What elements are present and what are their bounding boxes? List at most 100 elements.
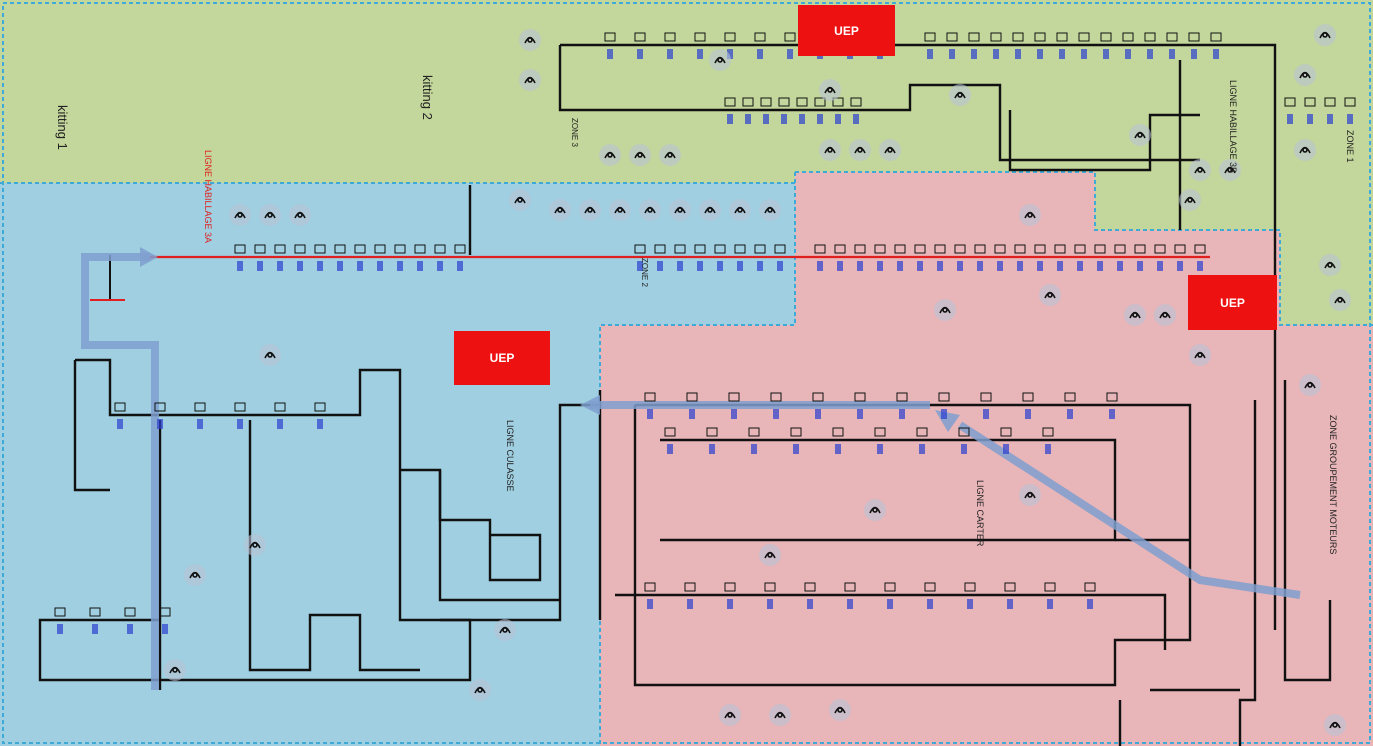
station-box [1166,32,1178,42]
operator-icon [849,139,871,161]
station-id-mark [689,409,695,419]
station-id-mark [847,599,853,609]
station-id-mark [1103,49,1109,59]
station-box [1054,244,1066,254]
operator-icon [659,144,681,166]
station-id-mark [897,261,903,271]
station-id-mark [1147,49,1153,59]
station-box [714,244,726,254]
station-box [154,402,166,412]
operator-icon [1329,289,1351,311]
station-id-mark [1347,114,1353,124]
station-box [778,97,790,107]
station-id-mark [297,261,303,271]
station-box [742,97,754,107]
flow-arrows [81,253,1301,690]
station-id-mark [457,261,463,271]
station-id-mark [157,419,163,429]
station-box [1194,244,1206,254]
station-id-mark [257,261,263,271]
station-id-mark [417,261,423,271]
station-id-mark [937,261,943,271]
station-box [394,244,406,254]
station-id-mark [1067,409,1073,419]
label-ligne-habillage-3a: LIGNE HABILLAGE 3A [203,150,213,244]
station-box [790,427,802,437]
station-id-mark [1059,49,1065,59]
station-box [434,244,446,254]
station-box [644,582,656,592]
station-id-mark [317,419,323,429]
station-box [924,582,936,592]
station-id-mark [777,261,783,271]
operator-icon [719,704,741,726]
station-id-mark [727,49,733,59]
operator-icon [1324,714,1346,736]
station-box [1078,32,1090,42]
station-id-mark [815,409,821,419]
station-box [1114,244,1126,254]
station-box [812,392,824,402]
station-box [754,32,766,42]
station-id-mark [857,261,863,271]
operator-icon [1189,159,1211,181]
station-id-mark [437,261,443,271]
operator-icon [769,704,791,726]
station-box [644,392,656,402]
station-box [634,32,646,42]
station-id-mark [277,261,283,271]
station-box [1100,32,1112,42]
station-id-mark [1047,599,1053,609]
uep-box-center: UEP [454,331,550,385]
station-box [634,244,646,254]
station-id-mark [781,114,787,124]
station-id-mark [709,444,715,454]
station-box [654,244,666,254]
station-box [1324,97,1336,107]
station-box [1344,97,1356,107]
label-zone-groupement-moteurs: ZONE GROUPEMENT MOTEURS [1328,415,1338,555]
station-box [1044,582,1056,592]
operator-icon [879,139,901,161]
operator-icon [1319,254,1341,276]
station-id-mark [793,444,799,454]
operator-icon [759,544,781,566]
station-box [334,244,346,254]
station-box [54,607,66,617]
station-id-mark [697,49,703,59]
station-id-mark [667,49,673,59]
station-box [874,427,886,437]
station-id-mark [1017,261,1023,271]
station-box [1064,392,1076,402]
station-box [724,582,736,592]
station-id-mark [317,261,323,271]
station-box [1022,392,1034,402]
station-id-mark [1007,599,1013,609]
operator-icon [469,679,491,701]
station-id-mark [967,599,973,609]
station-id-mark [1025,409,1031,419]
station-id-mark [1015,49,1021,59]
station-box [1074,244,1086,254]
station-id-mark [971,49,977,59]
operator-icon [494,619,516,641]
operator-icon [259,204,281,226]
station-id-mark [637,49,643,59]
station-box [974,244,986,254]
station-id-mark [835,114,841,124]
station-box [1144,32,1156,42]
station-id-mark [899,409,905,419]
operator-icon [1039,284,1061,306]
station-box [159,607,171,617]
station-id-mark [983,409,989,419]
station-id-mark [1307,114,1313,124]
station-id-mark [1003,444,1009,454]
station-id-mark [751,444,757,454]
station-id-mark [277,419,283,429]
station-box [804,582,816,592]
operator-icon [699,199,721,221]
station-id-mark [1087,599,1093,609]
station-id-mark [647,409,653,419]
station-id-mark [807,599,813,609]
